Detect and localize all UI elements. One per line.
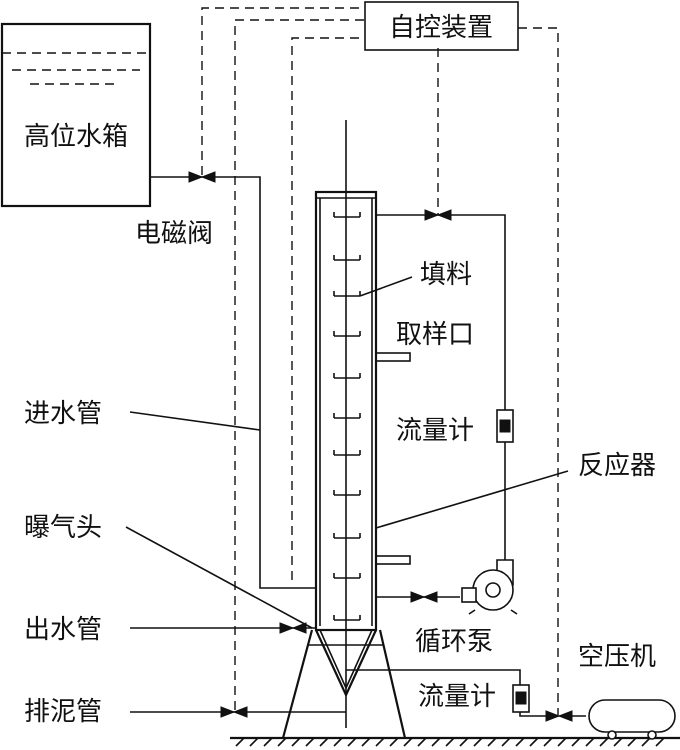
flowmeter-top-label: 流量计 — [396, 416, 474, 446]
outlet-valve-icon — [279, 622, 307, 634]
leader-lines — [125, 276, 569, 629]
pump-inlet-valve-icon — [410, 591, 438, 603]
circulation-pump-icon — [461, 559, 518, 615]
aeration-head-label: 曝气头 — [24, 513, 102, 543]
control-device: 自控装置 — [364, 1, 519, 51]
sludge-valve-icon — [220, 706, 248, 718]
packing-label: 填料 — [420, 260, 472, 290]
air-compressor-icon — [588, 699, 676, 740]
air-compressor-label: 空压机 — [578, 642, 656, 672]
outlet-pipe-label: 出水管 — [24, 615, 102, 645]
ground — [230, 736, 680, 747]
circulation-pump-label: 循环泵 — [415, 627, 493, 657]
control-device-label: 自控装置 — [389, 13, 493, 43]
high-water-tank: 高位水箱 — [0, 22, 152, 208]
flowmeter-icon — [496, 409, 514, 443]
reactor-column — [314, 120, 378, 728]
control-signal-lines — [201, 7, 559, 715]
solenoid-valve-label: 电磁阀 — [135, 219, 213, 249]
recirculation-valve-icon — [424, 209, 452, 221]
inlet-pipe-label: 进水管 — [24, 399, 102, 429]
solenoid-valve-icon — [188, 171, 216, 183]
flowmeter-bottom-label: 流量计 — [418, 682, 496, 712]
sludge-pipe-label: 排泥管 — [24, 697, 102, 727]
air-valve-icon — [545, 710, 573, 722]
flowmeter-icon — [512, 684, 530, 713]
reactor-label: 反应器 — [578, 451, 656, 481]
packing-media — [333, 212, 361, 621]
high-tank-label: 高位水箱 — [24, 122, 128, 152]
sampling-port-label: 取样口 — [396, 320, 474, 350]
sampling-port — [375, 352, 411, 565]
support-stand — [281, 629, 407, 739]
